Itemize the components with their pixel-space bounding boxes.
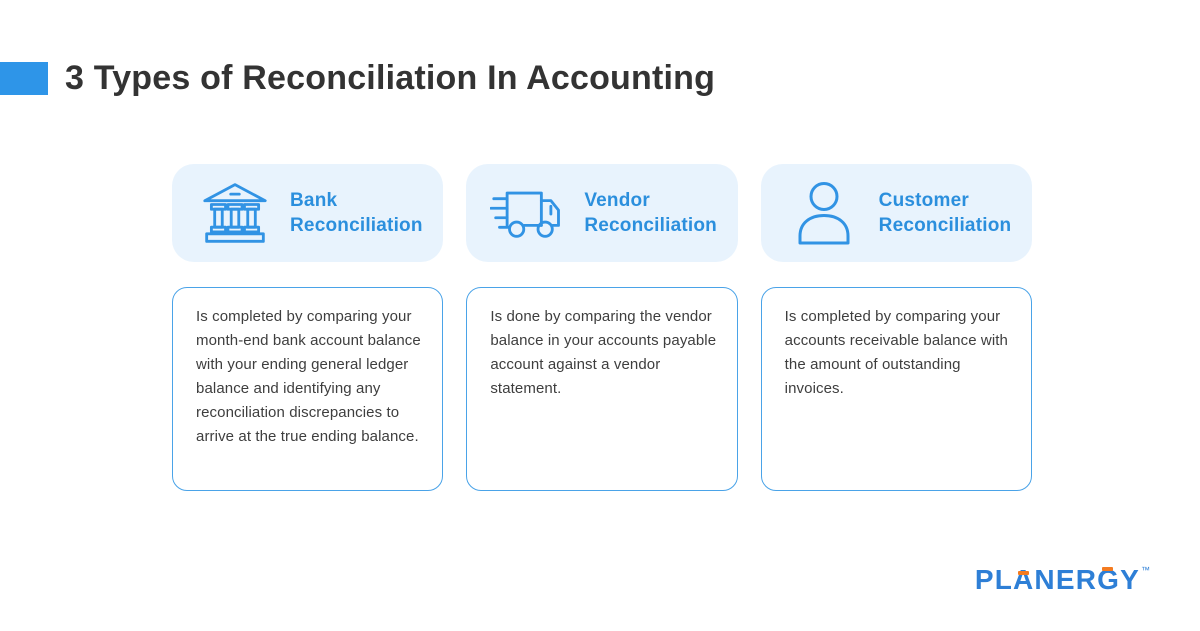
title-accent-bar [0,62,48,95]
customer-card: Customer Reconciliation [760,164,1032,262]
bank-card: Bank Reconciliation [172,164,444,262]
planergy-logo: PLANERGY™ [975,556,1150,594]
planergy-logo-text: PLANERGY [974,564,1140,595]
reconciliation-columns: Bank Reconciliation Is completed by comp… [172,164,1032,491]
delivery-truck-icon [490,183,568,243]
vendor-heading-line2: Reconciliation [584,215,717,236]
customer-description-box: Is completed by comparing your accounts … [760,287,1032,491]
bank-description-text: Is completed by comparing your month-end… [196,308,421,445]
customer-description-text: Is completed by comparing your accounts … [784,308,1008,397]
column-bank: Bank Reconciliation Is completed by comp… [172,164,444,491]
bank-heading-line2: Reconciliation [290,215,423,236]
vendor-card: Vendor Reconciliation [466,164,738,262]
header: 3 Types of Reconciliation In Accounting [0,59,715,98]
page-title: 3 Types of Reconciliation In Accounting [65,59,716,97]
column-vendor: Vendor Reconciliation Is done by compari… [466,164,738,491]
trademark-symbol: ™ [1141,565,1150,575]
customer-heading-line1: Customer [878,190,969,211]
customer-heading-line2: Reconciliation [878,215,1012,236]
column-customer: Customer Reconciliation Is completed by … [760,164,1032,491]
customer-card-heading: Customer Reconciliation [879,188,1012,238]
vendor-description-text: Is done by comparing the vendor balance … [490,308,717,397]
vendor-heading-line1: Vendor [584,190,650,211]
bank-heading-line1: Bank [290,190,338,211]
logo-orange-accent-a [1017,571,1029,575]
bank-icon [196,181,274,245]
vendor-description-box: Is done by comparing the vendor balance … [466,287,738,491]
bank-description-box: Is completed by comparing your month-end… [172,287,444,491]
bank-card-heading: Bank Reconciliation [290,188,423,238]
logo-orange-accent-g [1101,567,1113,571]
person-icon [785,180,863,246]
vendor-card-heading: Vendor Reconciliation [584,188,717,238]
